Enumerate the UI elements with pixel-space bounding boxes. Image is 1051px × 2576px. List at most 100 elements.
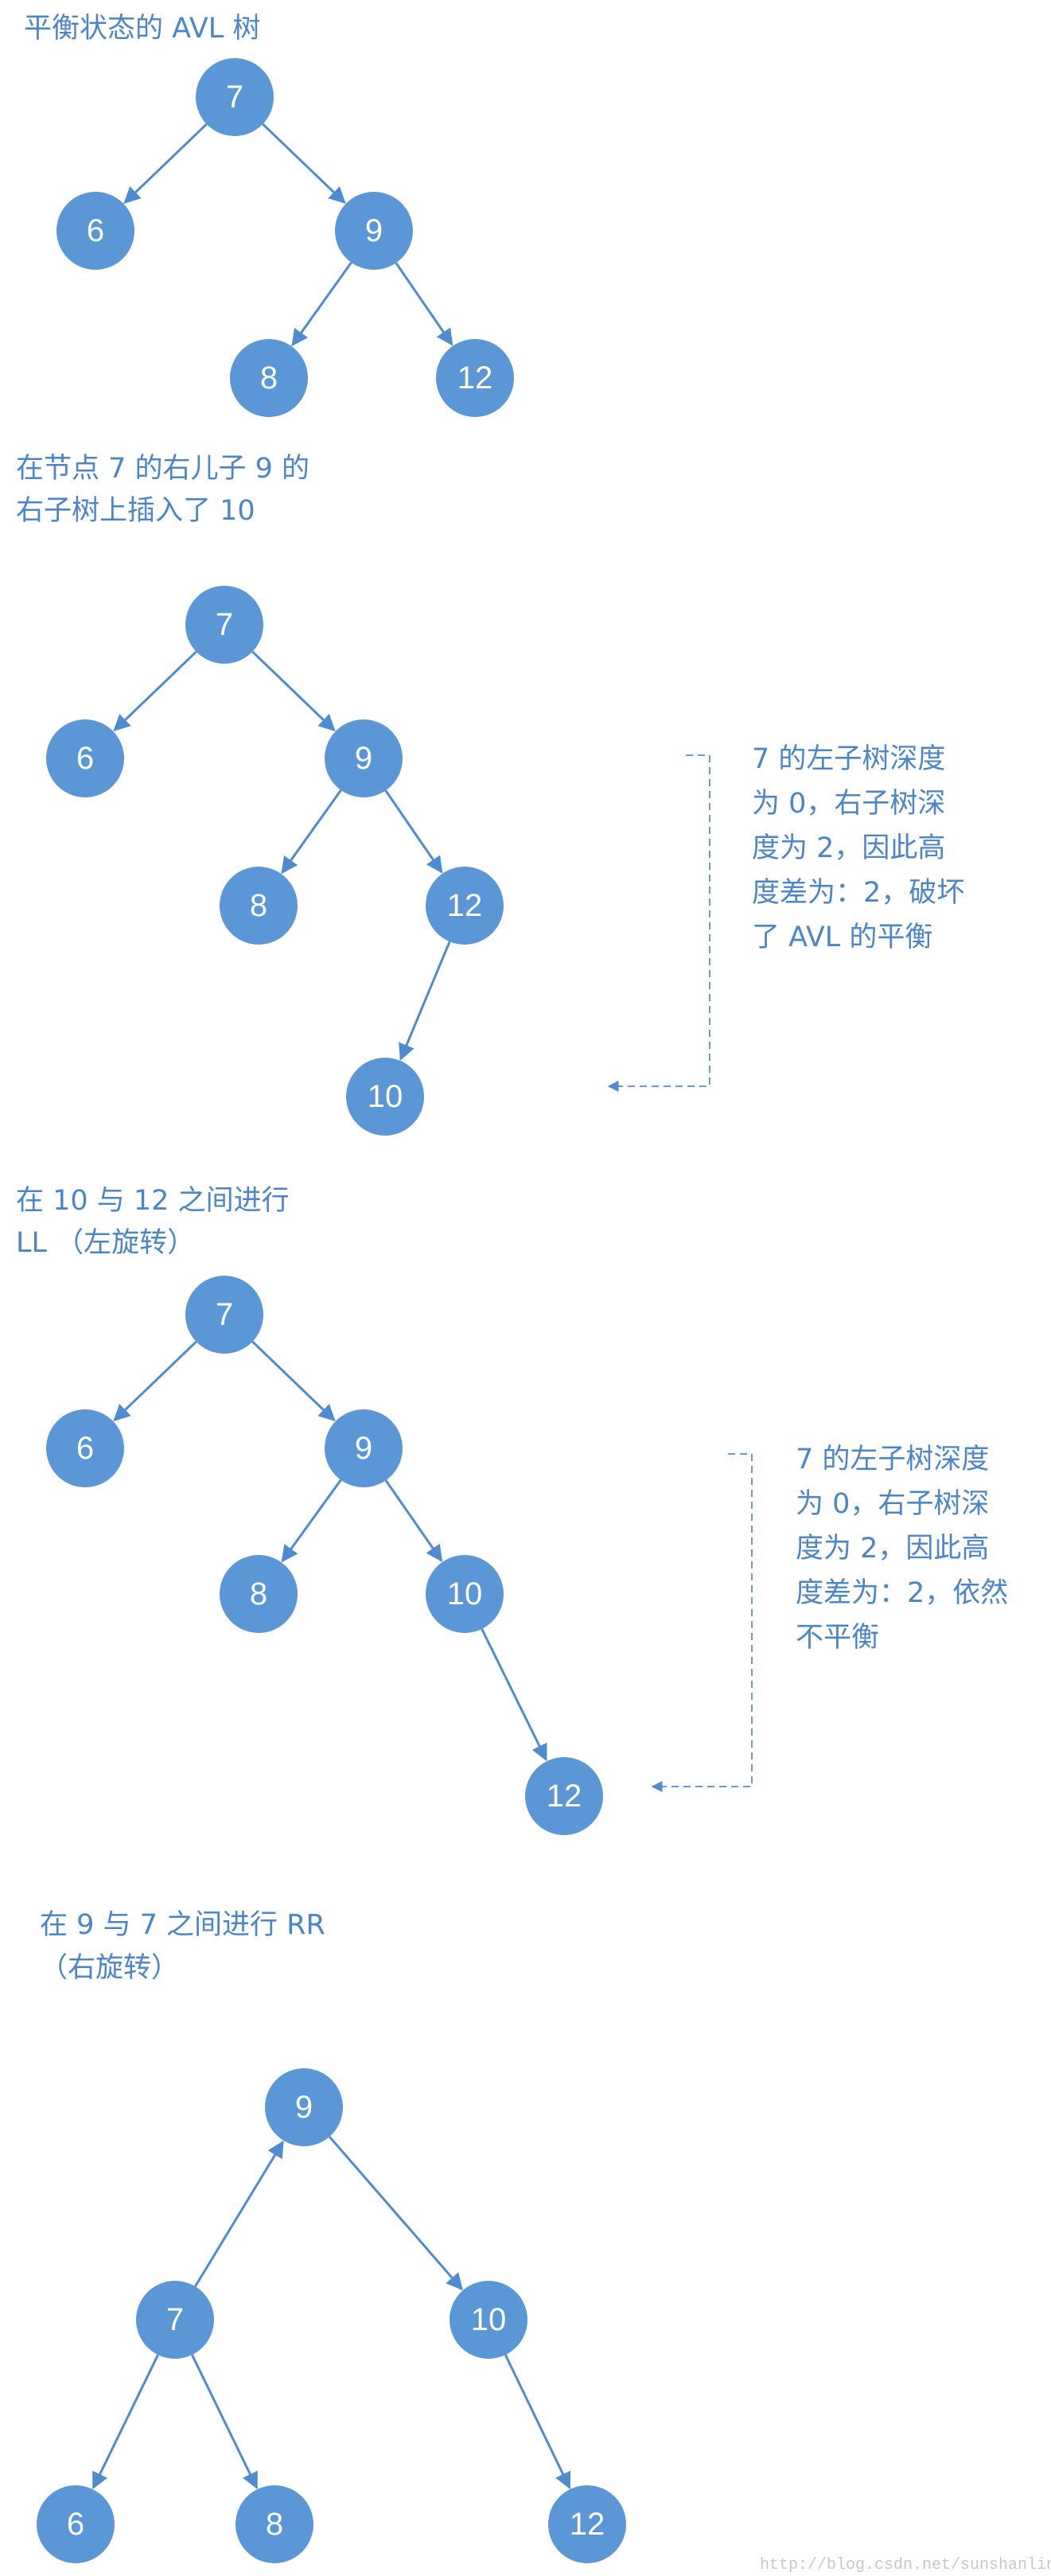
edge-s4-7-to-s4-8 <box>191 2354 259 2490</box>
node-label: 12 <box>570 2507 605 2542</box>
note-2-bracket <box>651 1453 753 1792</box>
node-label: 6 <box>67 2507 84 2542</box>
tree-node-s2-7: 7 <box>185 586 263 664</box>
node-circle <box>436 339 514 417</box>
node-label: 8 <box>266 2507 283 2542</box>
tree-node-s1-7: 7 <box>196 58 274 136</box>
edge-s2-12-to-s2-10 <box>399 941 451 1061</box>
note-2-line-4: 度差为：2，依然 <box>796 1577 1008 1609</box>
node-label: 10 <box>471 2302 507 2337</box>
edge-s3-9-to-s3-10 <box>384 1479 443 1562</box>
node-circle <box>56 192 134 270</box>
edge-s4-10-to-s4-12 <box>504 2354 571 2489</box>
node-circle <box>325 719 403 797</box>
tree-node-s1-8: 8 <box>230 339 308 417</box>
node-circle <box>185 1276 263 1354</box>
watermark: http://blog.csdn.net/sunshanlincode <box>760 2556 1051 2574</box>
edge-s3-7-to-s3-9 <box>251 1340 336 1422</box>
node-circle <box>136 2281 214 2359</box>
edge-s2-9-to-s2-12 <box>384 789 443 874</box>
edge-s2-7-to-s2-9 <box>251 650 336 732</box>
edge-s1-9-to-s1-8 <box>291 262 352 347</box>
node-label: 9 <box>355 741 372 776</box>
node-label: 7 <box>216 1297 233 1332</box>
note-2-line-2: 为 0，右子树深 <box>796 1488 989 1520</box>
caption-insert-10: 在节点 7 的右儿子 9 的 右子树上插入了 10 <box>16 453 318 527</box>
tree-node-s3-12: 12 <box>525 1757 603 1835</box>
node-circle <box>548 2485 626 2563</box>
node-circle <box>450 2281 527 2359</box>
node-label: 6 <box>87 213 104 248</box>
edge-s4-7-to-s4-9 <box>194 2140 284 2287</box>
tree-node-s3-7: 7 <box>185 1276 263 1354</box>
caption-ll-line-2: LL （左旋转） <box>16 1227 195 1259</box>
tree-node-s4-12: 12 <box>548 2485 626 2563</box>
tree-node-s1-12: 12 <box>436 339 514 417</box>
tree-node-s4-6: 6 <box>37 2485 115 2563</box>
caption-insert-10-line-1: 在节点 7 的右儿子 9 的 <box>16 453 309 485</box>
node-label: 9 <box>295 2090 313 2125</box>
tree-node-s2-12: 12 <box>426 867 504 945</box>
node-circle <box>525 1757 603 1835</box>
note-2-line-5: 不平衡 <box>796 1622 879 1654</box>
note-1-bracket <box>607 754 710 1092</box>
caption-rr-line-1: 在 9 与 7 之间进行 RR <box>40 1909 325 1941</box>
edges-layer <box>91 123 571 2490</box>
tree-node-s3-9: 9 <box>325 1409 403 1487</box>
node-label: 8 <box>250 1576 267 1611</box>
note-2-line-3: 度为 2，因此高 <box>796 1533 989 1565</box>
tree-node-s4-8: 8 <box>236 2485 313 2563</box>
node-circle <box>185 586 263 664</box>
tree-node-s1-9: 9 <box>335 192 413 270</box>
caption-balanced-tree: 平衡状态的 AVL 树 <box>24 13 260 45</box>
note-imbalance-after-insert: 7 的左子树深度 为 0，右子树深 度为 2，因此高 度差为：2，破坏 了 AV… <box>752 743 973 953</box>
tree-node-s3-8: 8 <box>220 1555 298 1633</box>
note-still-imbalanced: 7 的左子树深度 为 0，右子树深 度为 2，因此高 度差为：2，依然 不平衡 <box>796 1444 1017 1654</box>
node-circle <box>335 192 413 270</box>
note-1-line-3: 度为 2，因此高 <box>752 832 945 864</box>
node-label: 10 <box>447 1576 483 1611</box>
edge-s1-7-to-s1-6 <box>123 123 208 205</box>
node-label: 7 <box>166 2302 184 2337</box>
edge-s3-9-to-s3-8 <box>281 1479 342 1563</box>
node-circle <box>37 2485 115 2563</box>
node-label: 9 <box>355 1431 372 1466</box>
tree-node-s2-9: 9 <box>325 719 403 797</box>
node-label: 10 <box>368 1079 403 1114</box>
note-1-line-5: 了 AVL 的平衡 <box>752 922 932 953</box>
tree-node-s4-10: 10 <box>450 2281 527 2359</box>
tree-node-s4-9: 9 <box>265 2068 343 2146</box>
note-2-line-1: 7 的左子树深度 <box>796 1444 989 1475</box>
caption-rr-line-2: （右旋转） <box>40 1952 179 1984</box>
caption-insert-10-line-2: 右子树上插入了 10 <box>16 495 255 527</box>
note-1-line-4: 度差为：2，破坏 <box>752 877 964 909</box>
node-label: 8 <box>250 888 267 923</box>
node-label: 6 <box>76 1431 94 1466</box>
node-label: 12 <box>447 888 483 923</box>
node-label: 8 <box>260 360 278 396</box>
node-label: 12 <box>547 1779 582 1814</box>
edge-s1-9-to-s1-12 <box>395 262 453 346</box>
node-label: 7 <box>226 80 243 115</box>
tree-node-s2-10: 10 <box>346 1058 424 1136</box>
node-label: 9 <box>365 213 383 248</box>
note-1-line-2: 为 0，右子树深 <box>752 788 945 820</box>
node-circle <box>236 2485 313 2563</box>
caption-ll-line-1: 在 10 与 12 之间进行 <box>16 1185 290 1217</box>
note-1-line-1: 7 的左子树深度 <box>752 743 945 775</box>
node-circle <box>220 867 298 945</box>
node-circle <box>46 1409 124 1487</box>
node-circle <box>426 1555 504 1633</box>
caption-rr-rotation: 在 9 与 7 之间进行 RR （右旋转） <box>40 1909 334 1984</box>
edge-s2-7-to-s2-6 <box>113 650 197 732</box>
node-circle <box>230 339 308 417</box>
tree-node-s3-10: 10 <box>426 1555 504 1633</box>
edge-s4-7-to-s4-6 <box>91 2354 159 2490</box>
tree-node-s2-8: 8 <box>220 867 298 945</box>
tree-node-s4-7: 7 <box>136 2281 214 2359</box>
node-circle <box>426 867 504 945</box>
caption-ll-rotation: 在 10 与 12 之间进行 LL （左旋转） <box>16 1185 298 1259</box>
tree-node-s1-6: 6 <box>56 192 134 270</box>
node-circle <box>196 58 274 136</box>
